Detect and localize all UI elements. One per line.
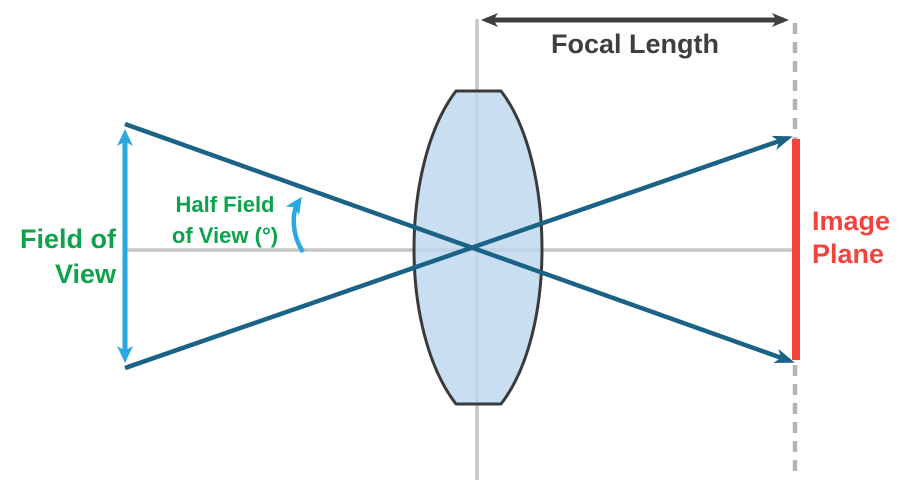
half-fov-label-line2: of View (°) [172,223,278,248]
half-fov-curved-arrow [285,196,305,254]
image-plane-label-line2: Plane [812,239,884,269]
half-fov-label-line1: Half Field [175,192,274,217]
ray-ascending [124,135,793,371]
image-plane-label-line1: Image [812,206,890,236]
field-of-view-label-line1: Field of [20,224,117,254]
ray-descending [124,121,795,364]
focal-length-label: Focal Length [551,29,719,59]
field-of-view-label-line2: View [55,259,117,289]
